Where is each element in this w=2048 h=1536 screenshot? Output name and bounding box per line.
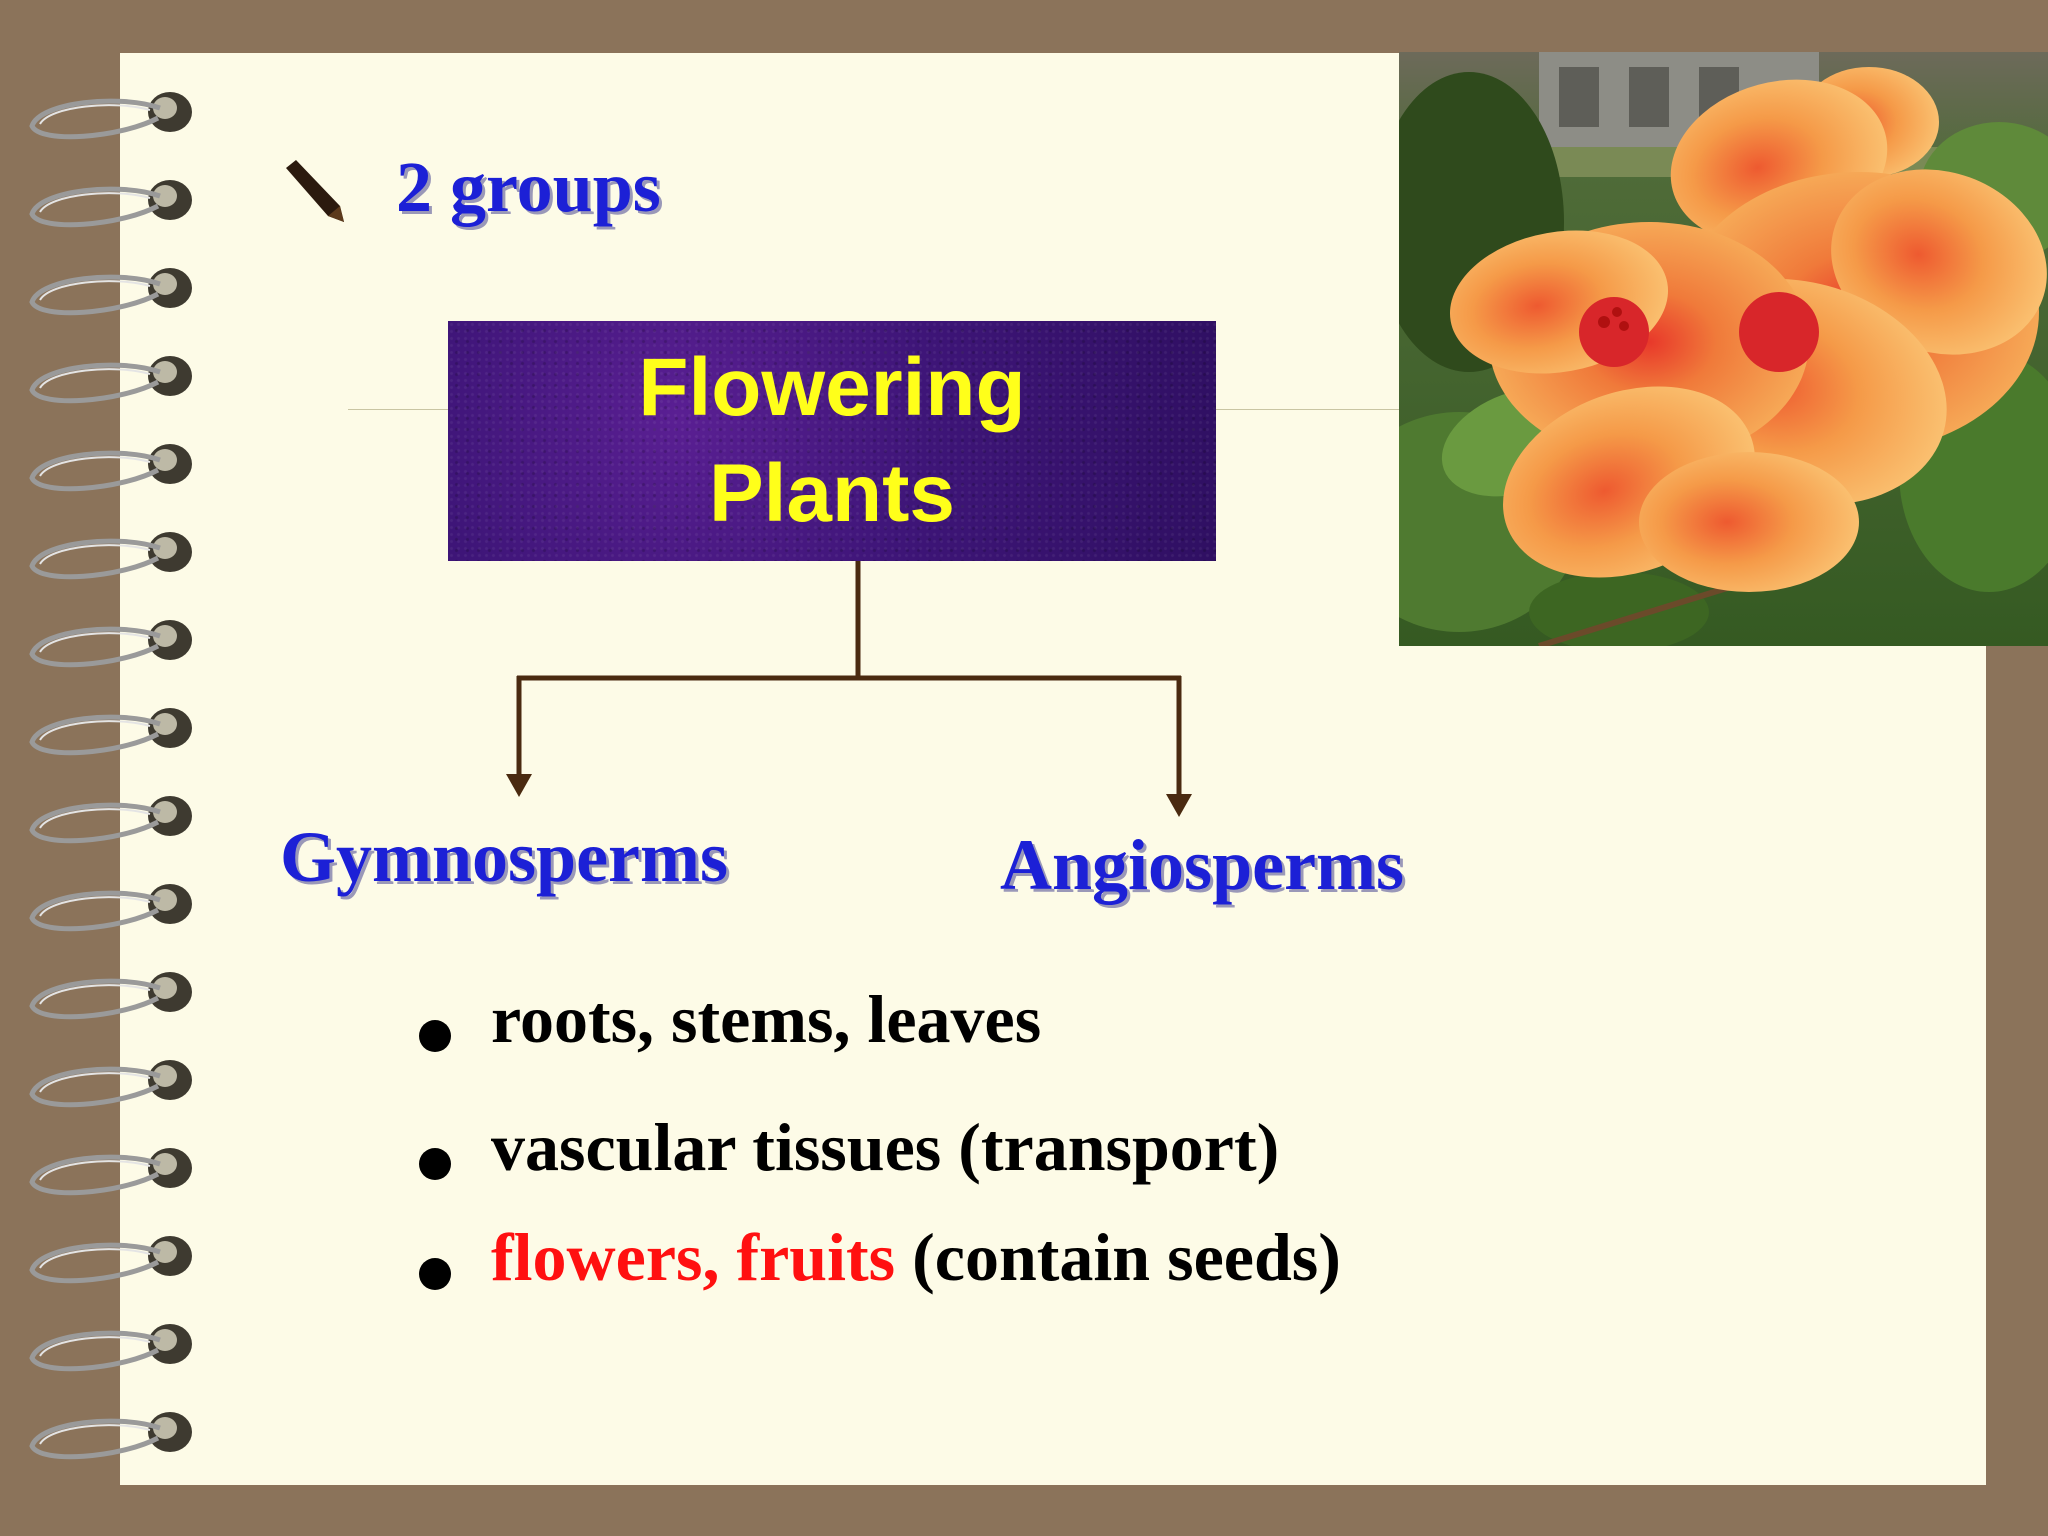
spiral-ring	[29, 796, 192, 844]
list-item: roots, stems, leaves	[415, 980, 1041, 1059]
spiral-ring	[29, 532, 192, 580]
branch-angiosperms: Angiosperms	[1000, 825, 1405, 905]
pencil-icon	[286, 160, 344, 222]
spiral-ring	[29, 708, 192, 756]
spiral-ring	[29, 180, 192, 228]
highlighted-text: flowers, fruits	[491, 1219, 896, 1295]
branch-gymnosperms: Gymnosperms	[280, 817, 728, 897]
list-item: vascular tissues (transport)	[415, 1108, 1279, 1187]
spiral-ring	[29, 1060, 192, 1108]
hibiscus-photo	[1399, 52, 2048, 646]
spiral-ring	[29, 620, 192, 668]
list-item-text: vascular tissues (transport)	[491, 1109, 1280, 1185]
root-label-line2: Plants	[708, 448, 956, 539]
spiral-ring	[29, 972, 192, 1020]
spiral-binding	[29, 92, 192, 1460]
flowering-plants-box: Flowering Plants	[448, 321, 1216, 561]
list-item-text: (contain seeds)	[895, 1219, 1341, 1295]
spiral-ring	[29, 92, 192, 140]
list-item-text: roots, stems, leaves	[491, 981, 1042, 1057]
spiral-ring	[29, 356, 192, 404]
list-item: flowers, fruits (contain seeds)	[415, 1218, 1341, 1297]
spiral-ring	[29, 884, 192, 932]
spiral-ring	[29, 1236, 192, 1284]
slide-title: 2 groups	[396, 147, 661, 227]
spiral-ring	[29, 1148, 192, 1196]
spiral-ring	[29, 1412, 192, 1460]
spiral-ring	[29, 268, 192, 316]
spiral-ring	[29, 444, 192, 492]
box-texture	[448, 321, 1216, 561]
root-label-line1: Flowering	[638, 342, 1026, 433]
spiral-ring	[29, 1324, 192, 1372]
